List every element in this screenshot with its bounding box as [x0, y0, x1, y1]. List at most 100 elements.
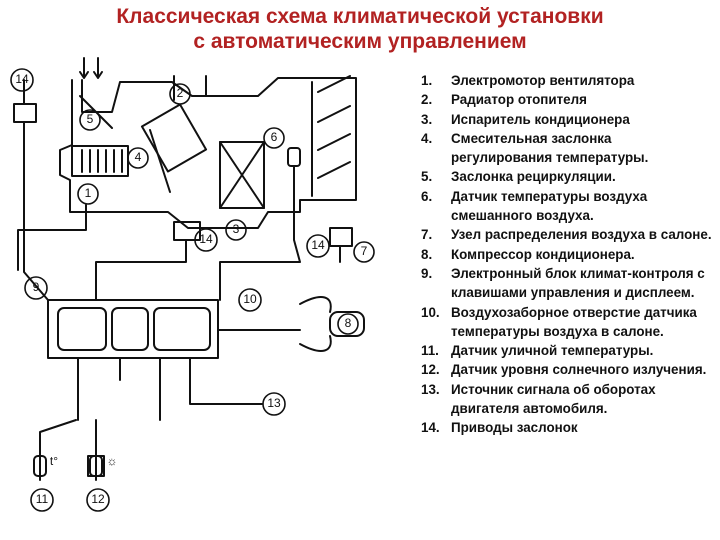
fan-housing — [71, 145, 129, 177]
evaporator — [219, 141, 265, 209]
callout-4-label: 4 — [135, 150, 142, 164]
intake-arrow-right — [93, 57, 103, 79]
callout-14-c — [306, 234, 330, 258]
legend-item: 6. Датчик температуры воздуха смешанного … — [421, 187, 713, 226]
legend-text: Источник сигнала об оборотах двигателя а… — [451, 381, 656, 417]
intake-arrow-left — [79, 57, 89, 79]
legend-item: 14. Приводы заслонок — [421, 418, 713, 437]
callout-6 — [263, 127, 285, 149]
page-title: Классическая схема климатической установ… — [0, 4, 720, 54]
legend-item: 3. Испаритель кондиционера — [421, 110, 713, 129]
callout-1-label: 1 — [85, 186, 92, 200]
callout-4 — [127, 147, 149, 169]
legend-number: 6. — [421, 188, 433, 204]
legend-item: 8. Компрессор кондиционера. — [421, 245, 713, 264]
legend-list: 1. Электромотор вентилятора 2. Радиатор от… — [421, 71, 713, 438]
legend-number: 7. — [421, 227, 433, 243]
wiring — [17, 75, 341, 481]
callout-5 — [79, 109, 101, 131]
callout-6-label: 6 — [271, 130, 278, 144]
legend-number: 13. — [421, 381, 440, 397]
callout-12-label: 12 — [91, 492, 105, 506]
legend-text: Компрессор кондиционера. — [451, 246, 635, 262]
callout-14-b-label: 14 — [199, 232, 213, 246]
legend-text: Датчик температуры воздуха смешанного во… — [451, 188, 648, 224]
legend-text: Воздухозаборное отверстие датчика темпер… — [451, 304, 697, 339]
mixing-flap — [149, 129, 171, 193]
legend-item: 10. Воздухозаборное отверстие датчика тем… — [421, 303, 713, 342]
callout-3 — [225, 219, 247, 241]
legend-number: 3. — [421, 111, 433, 127]
legend-item: 12. Датчик уровня солнечного излучения. — [421, 360, 713, 379]
legend-number: 2. — [421, 92, 433, 108]
callout-2 — [169, 83, 191, 105]
actuator-left — [13, 103, 37, 123]
legend-text: Электромотор вентилятора — [451, 73, 635, 88]
legend-number: 14. — [421, 420, 440, 436]
legend-text: Датчик уличной температуры. — [451, 343, 654, 359]
callout-2-label: 2 — [177, 86, 184, 100]
callout-3-label: 3 — [233, 222, 240, 236]
compressor — [329, 311, 365, 337]
callout-11 — [30, 488, 54, 512]
fan-blades — [81, 149, 123, 173]
sun-mark: ☼ — [107, 454, 118, 468]
legend-number: 9. — [421, 265, 433, 281]
control-unit-panel-mid — [111, 307, 149, 351]
legend-item: 9. Электронный блок климат-контроля с кла… — [421, 264, 713, 303]
legend-item: 13. Источник сигнала об оборотах двигател… — [421, 380, 713, 419]
evaporator-cross — [219, 141, 265, 209]
outside-temp-sensor — [33, 455, 47, 477]
legend-item: 2. Радиатор отопителя — [421, 90, 713, 109]
callout-7 — [353, 241, 375, 263]
legend-text: Узел распределения воздуха в салоне. — [451, 227, 712, 243]
legend-number: 4. — [421, 130, 433, 146]
legend-text: Испаритель кондиционера — [451, 111, 630, 127]
legend-number: 11. — [421, 343, 439, 359]
legend-text: Заслонка рециркуляции. — [451, 169, 616, 185]
climate-system-diagram: 14 2 5 6 4 1 14 3 14 7 9 10 8 13 11 12 t… — [10, 57, 375, 512]
callout-8-label: 8 — [345, 316, 352, 330]
callout-8 — [337, 313, 359, 335]
legend-number: 12. — [421, 362, 440, 378]
compressor-belt — [299, 296, 332, 352]
callout-10 — [238, 288, 262, 312]
legend-item: 1. Электромотор вентилятора — [421, 71, 713, 90]
legend-text: Электронный блок климат-контроля с клави… — [451, 265, 705, 301]
legend-number: 8. — [421, 246, 433, 262]
legend-number: 5. — [421, 169, 433, 185]
title-line-1: Классическая схема климатической установ… — [116, 5, 604, 28]
callout-1 — [77, 183, 99, 205]
callout-11-label: 11 — [36, 492, 49, 506]
callout-14-a-label: 14 — [15, 72, 29, 86]
callout-14-b — [194, 228, 218, 252]
callout-14-a — [10, 68, 34, 92]
actuator-right — [329, 227, 353, 247]
legend-text: Радиатор отопителя — [451, 92, 587, 108]
temp-sensor-6 — [287, 147, 301, 167]
callout-5-label: 5 — [87, 112, 94, 126]
legend-text: Приводы заслонок — [451, 420, 578, 436]
legend-text: Смесительная заслонка регулирования темп… — [451, 130, 649, 166]
callout-9-label: 9 — [33, 280, 40, 294]
heater-core — [140, 103, 208, 173]
legend-item: 11. Датчик уличной температуры. — [421, 341, 713, 360]
callout-13-label: 13 — [267, 396, 281, 410]
callout-13 — [262, 392, 286, 416]
control-unit-panel-left — [57, 307, 107, 351]
legend-number: 1. — [421, 73, 433, 88]
callout-9 — [24, 276, 48, 300]
sun-sensor-body — [87, 455, 105, 477]
callout-14-c-label: 14 — [311, 238, 325, 252]
control-unit-panel-right — [153, 307, 211, 351]
legend-item: 7. Узел распределения воздуха в салоне. — [421, 225, 713, 244]
callout-7-label: 7 — [361, 244, 368, 258]
callout-12 — [86, 488, 110, 512]
legend-number: 10. — [421, 304, 440, 320]
legend-text: Датчик уровня солнечного излучения. — [451, 362, 707, 378]
callout-10-label: 10 — [243, 292, 257, 306]
legend-item: 5. Заслонка рециркуляции. — [421, 167, 713, 186]
air-duct — [59, 77, 357, 229]
outlet-arrows — [317, 75, 351, 179]
title-line-2: с автоматическим управлением — [193, 30, 527, 53]
